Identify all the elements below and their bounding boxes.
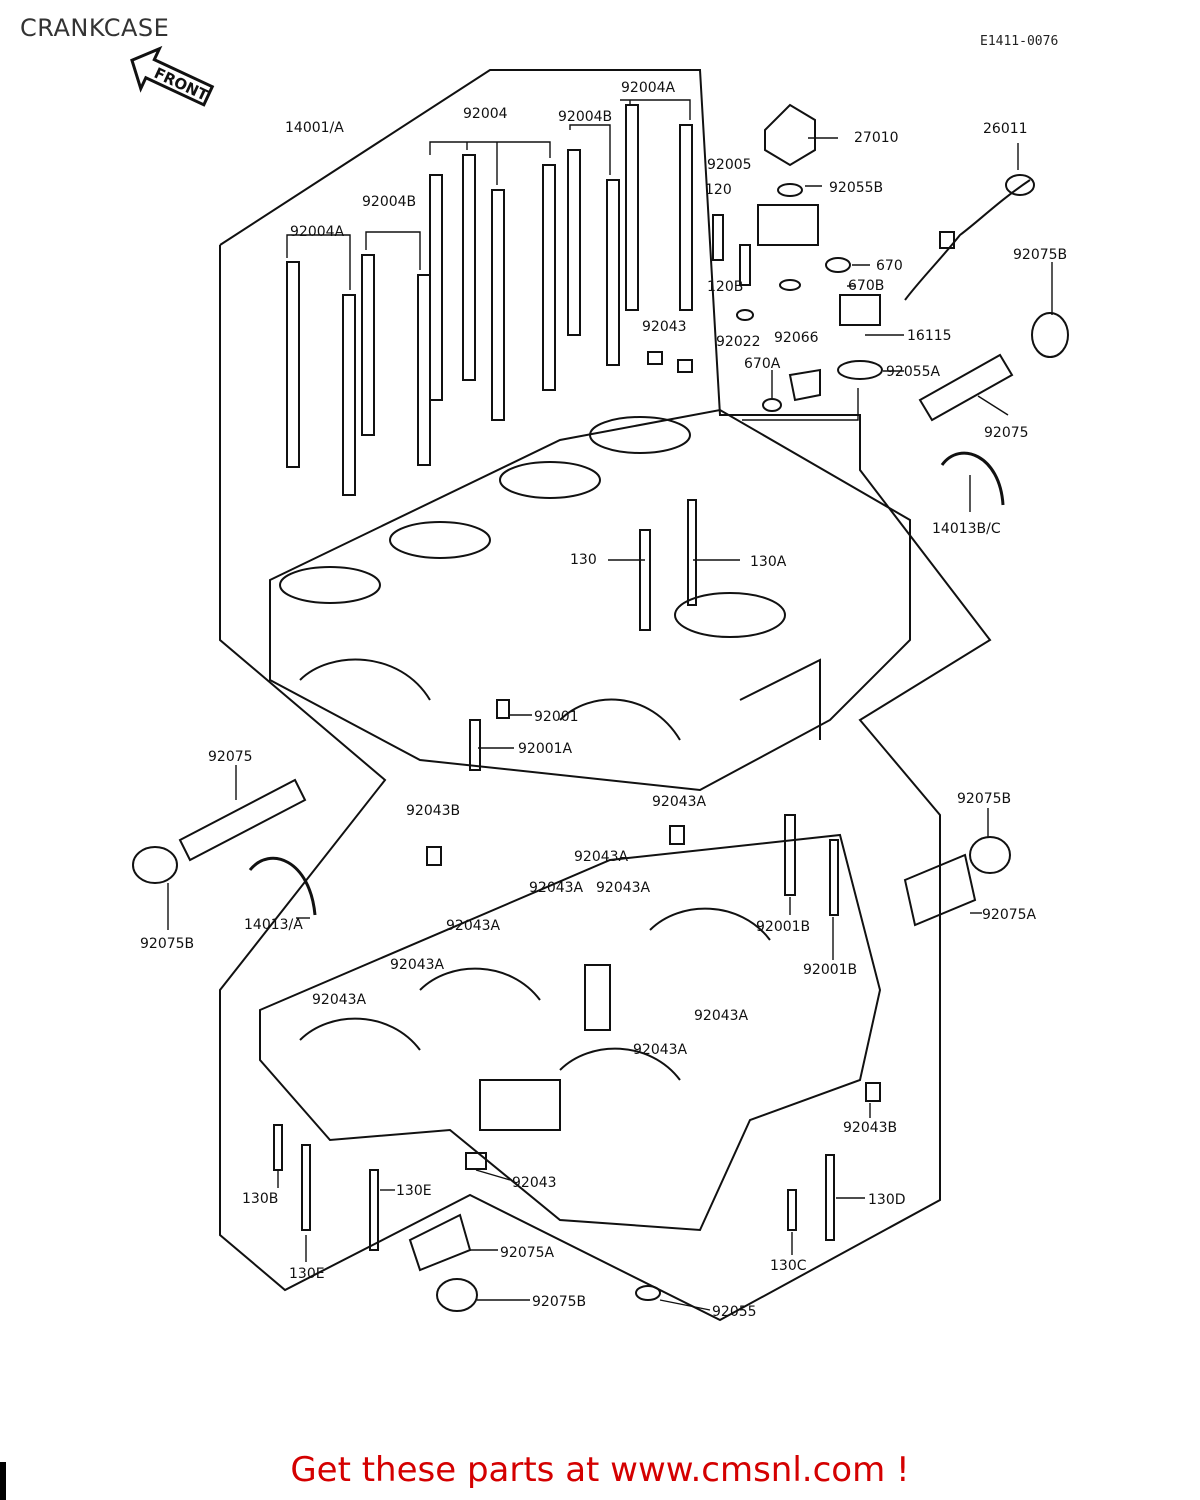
front-arrow-icon: FRONT: [130, 45, 215, 107]
callout-label: 92005: [707, 157, 752, 173]
callout-label: 92075: [984, 425, 1029, 441]
callout-label: 92004B: [558, 109, 612, 125]
callout-label: 92043: [512, 1175, 557, 1191]
callout-labels: 14001/A 92004 92004B 92004A 92004B 92004…: [140, 80, 1067, 1320]
callout-label: 92004A: [621, 80, 676, 96]
callout-label: 92043A: [596, 880, 651, 896]
callout-label: 92043A: [312, 992, 367, 1008]
callout-label: 92043A: [446, 918, 501, 934]
callout-label: 92001B: [803, 962, 857, 978]
callout-label: 92043A: [390, 957, 445, 973]
callout-label: 92075A: [500, 1245, 555, 1261]
bolts: [273, 499, 839, 1251]
callout-label: 120B: [707, 279, 743, 295]
callout-label: 670A: [744, 356, 781, 372]
thrust-washers: [248, 451, 1005, 916]
callout-label: 14013/A: [244, 917, 303, 933]
callout-label: 92066: [774, 330, 819, 346]
callout-label: 92004: [463, 106, 508, 122]
callout-label: 16115: [907, 328, 952, 344]
callout-label: 92055: [712, 1304, 757, 1320]
callout-label: 92001B: [756, 919, 810, 935]
callout-label: 130B: [242, 1191, 278, 1207]
callout-label: 130E: [289, 1266, 325, 1282]
callout-label: 92043A: [529, 880, 584, 896]
assembly-boundary: [219, 69, 992, 1322]
callout-label: 92075B: [1013, 247, 1067, 263]
cta-link[interactable]: Get these parts at www.cmsnl.com !: [290, 1450, 910, 1490]
callout-label: 92001A: [518, 741, 573, 757]
callout-label: 92055A: [886, 364, 941, 380]
callout-label: 92043B: [406, 803, 460, 819]
callout-label: 130E: [396, 1183, 432, 1199]
callout-label: 92075A: [982, 907, 1037, 923]
lower-crankcase: [259, 833, 882, 1232]
leader-lines: [167, 99, 1053, 1311]
callout-label: 92004B: [362, 194, 416, 210]
cta-banner: Get these parts at www.cmsnl.com !: [0, 1450, 1200, 1490]
callout-label: 14013B/C: [932, 521, 1001, 537]
callout-label: 92043A: [574, 849, 629, 865]
callout-label: 92043B: [843, 1120, 897, 1136]
callout-label: 120: [705, 182, 732, 198]
callout-label: 92004A: [290, 224, 345, 240]
callout-label: 92043A: [694, 1008, 749, 1024]
stud-set: [286, 104, 693, 496]
callout-label: 670B: [848, 278, 884, 294]
oil-pressure-switch: [712, 103, 883, 412]
dowel-pins: [426, 351, 881, 1170]
callout-label: 14001/A: [285, 120, 344, 136]
callout-label: 92055B: [829, 180, 883, 196]
callout-label: 92075B: [957, 791, 1011, 807]
callout-label: 92001: [534, 709, 579, 725]
upper-crankcase: [269, 408, 911, 792]
callout-label: 130D: [868, 1192, 906, 1208]
callout-label: 130A: [750, 554, 787, 570]
callout-label: 92075B: [532, 1294, 586, 1310]
drawing-code: E1411-0076: [980, 34, 1059, 49]
callout-label: 92043A: [633, 1042, 688, 1058]
callout-label: 130: [570, 552, 597, 568]
callout-label: 130C: [770, 1258, 807, 1274]
callout-label: 670: [876, 258, 903, 274]
callout-label: 92043A: [652, 794, 707, 810]
sensor-cable: [904, 174, 1035, 301]
callout-label: 92022: [716, 334, 761, 350]
callout-label: 92075: [208, 749, 253, 765]
callout-label: 92043: [642, 319, 687, 335]
end-plugs: [132, 312, 1069, 1312]
callout-label: 26011: [983, 121, 1028, 137]
page-title: CRANKCASE: [20, 14, 170, 42]
callout-label: 92075B: [140, 936, 194, 952]
callout-label: 27010: [854, 130, 899, 146]
edge-mark: [0, 1462, 6, 1500]
